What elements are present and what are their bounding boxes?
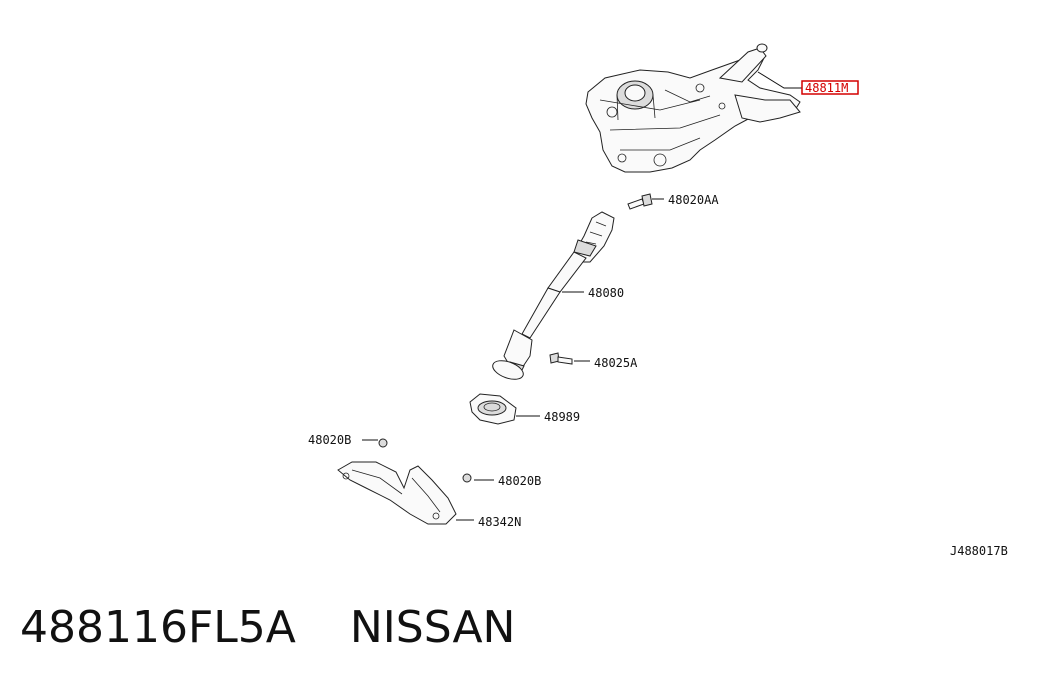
callout-nut-right: 48020B xyxy=(498,474,541,488)
leader-column xyxy=(757,71,802,89)
column-cover xyxy=(337,461,457,525)
part-number: 488116FL5A xyxy=(20,602,296,653)
callout-shaft: 48080 xyxy=(588,286,624,300)
callout-nut-left: 48020B xyxy=(308,433,351,447)
steering-column-assembly xyxy=(585,43,801,173)
nut-right xyxy=(462,473,472,483)
drawing-code: J488017B xyxy=(950,544,1008,558)
callout-bolt-mid: 48025A xyxy=(594,356,638,370)
bolt-48020aa xyxy=(627,193,653,210)
highlight-box xyxy=(801,80,859,95)
callout-cover: 48342N xyxy=(478,515,521,529)
dust-seal xyxy=(469,393,517,425)
parts-diagram: 48811M 48020AA 48080 48025A 48989 48020B xyxy=(308,43,1008,558)
callout-seal: 48989 xyxy=(544,410,580,424)
callout-column: 48811M xyxy=(805,81,848,95)
brand-name: NISSAN xyxy=(349,602,516,653)
intermediate-shaft xyxy=(492,211,615,380)
nut-left xyxy=(378,438,388,448)
footer: 488116FL5A NISSAN xyxy=(20,598,1020,668)
bolt-48025a xyxy=(549,352,573,365)
callout-bolt-top: 48020AA xyxy=(668,193,719,207)
